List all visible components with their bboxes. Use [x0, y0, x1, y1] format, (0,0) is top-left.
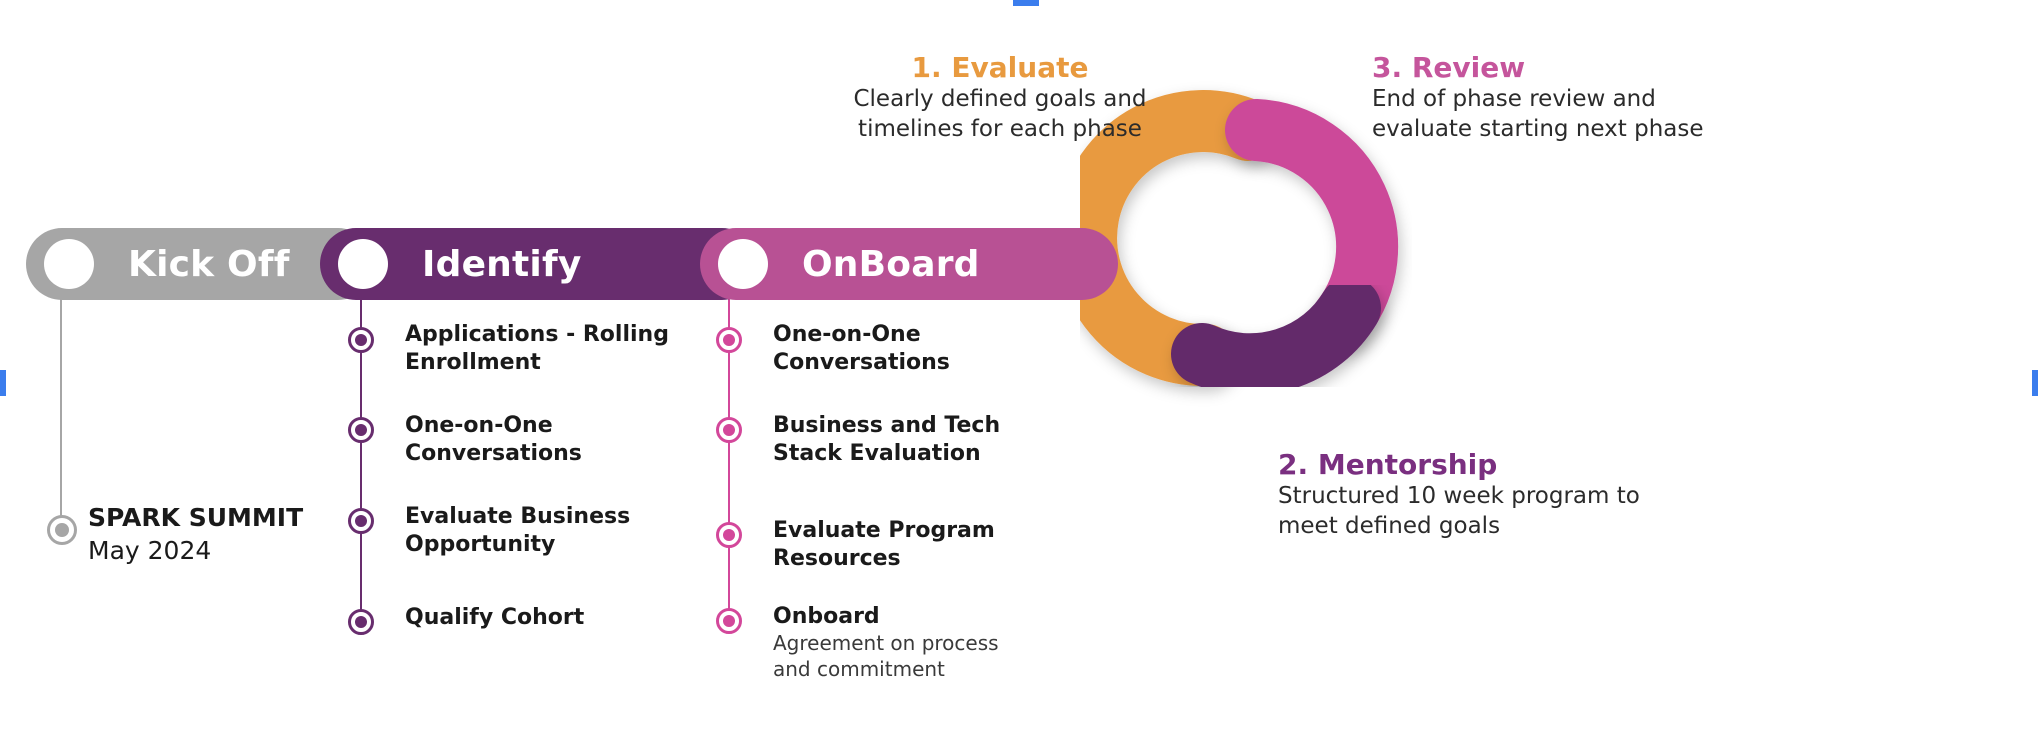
callout-review-body: End of phase review and evaluate startin… [1372, 86, 1704, 142]
phase-label-identify: Identify [422, 243, 582, 285]
phase-dot-onboard [718, 239, 768, 289]
connector-line-kick-off [60, 295, 62, 527]
milestone-node-identify-3 [348, 508, 374, 534]
donut-chart-svg [1055, 90, 1399, 396]
spark-summit-date: May 2024 [88, 535, 212, 565]
milestone-node-onboard-4 [716, 608, 742, 634]
milestone-node-core [55, 523, 69, 537]
milestone-node-identify-2 [348, 417, 374, 443]
connector-line-identify [360, 295, 362, 628]
milestone-node-core [355, 334, 367, 346]
connector-line-onboard [728, 295, 730, 628]
milestone-node-core [355, 616, 367, 628]
onboard-item-4: Onboard Agreement on process and commitm… [773, 603, 1093, 682]
identify-item-3-title: Evaluate Business Opportunity [405, 504, 631, 558]
identify-item-3: Evaluate Business Opportunity [405, 503, 705, 559]
donut-chart [1055, 75, 1420, 420]
milestone-node-spark-summit [47, 515, 77, 545]
callout-review: 3. Review End of phase review and evalua… [1372, 50, 1832, 145]
callout-review-title: 3. Review [1372, 51, 1526, 84]
onboard-item-4-subtitle: Agreement on process and commitment [773, 631, 999, 681]
identify-item-1: Applications - Rolling Enrollment [405, 321, 705, 377]
phase-label-kick-off: Kick Off [128, 243, 290, 285]
onboard-item-3: Evaluate Program Resources [773, 517, 1073, 573]
phase-bar-identify[interactable]: Identify [320, 228, 758, 300]
onboard-item-4-title: Onboard [773, 604, 880, 629]
milestone-node-core [723, 529, 735, 541]
milestone-node-onboard-3 [716, 522, 742, 548]
callout-mentorship-body: Structured 10 week program to meet defin… [1278, 483, 1640, 539]
selection-handle-right[interactable] [2032, 370, 2038, 396]
onboard-item-2: Business and Tech Stack Evaluation [773, 412, 1073, 468]
onboard-item-1-title: One-on-One Conversations [773, 322, 950, 376]
milestone-node-identify-1 [348, 327, 374, 353]
callout-mentorship-title: 2. Mentorship [1278, 448, 1498, 481]
callout-mentorship: 2. Mentorship Structured 10 week program… [1278, 447, 1738, 542]
milestone-node-identify-4 [348, 609, 374, 635]
phase-bar-kick-off[interactable]: Kick Off [26, 228, 374, 300]
onboard-item-1: One-on-One Conversations [773, 321, 1073, 377]
identify-item-4: Qualify Cohort [405, 604, 705, 632]
spark-summit-block: SPARK SUMMIT May 2024 [88, 502, 303, 567]
identify-item-2-title: One-on-One Conversations [405, 413, 582, 467]
onboard-item-3-title: Evaluate Program Resources [773, 518, 995, 572]
identify-item-1-title: Applications - Rolling Enrollment [405, 322, 669, 376]
identify-item-4-title: Qualify Cohort [405, 605, 585, 630]
identify-item-2: One-on-One Conversations [405, 412, 705, 468]
milestone-node-onboard-1 [716, 327, 742, 353]
callout-evaluate-body: Clearly defined goals and timelines for … [853, 86, 1147, 142]
phase-dot-kick-off [44, 239, 94, 289]
phase-dot-identify [338, 239, 388, 289]
milestone-node-core [723, 424, 735, 436]
milestone-node-core [723, 334, 735, 346]
milestone-node-onboard-2 [716, 417, 742, 443]
donut-segment-mentorship [1171, 277, 1381, 396]
phase-label-onboard: OnBoard [802, 243, 980, 285]
milestone-node-core [355, 424, 367, 436]
callout-evaluate-title: 1. Evaluate [911, 51, 1089, 84]
spark-summit-title: SPARK SUMMIT [88, 503, 304, 532]
phase-bar-onboard[interactable]: OnBoard [700, 228, 1118, 300]
callout-evaluate: 1. Evaluate Clearly defined goals and ti… [790, 50, 1210, 145]
milestone-node-core [723, 615, 735, 627]
milestone-node-core [355, 515, 367, 527]
selection-handle-top[interactable] [1013, 0, 1039, 6]
selection-handle-left[interactable] [0, 370, 6, 396]
donut-segment-evaluate [1055, 90, 1279, 387]
onboard-item-2-title: Business and Tech Stack Evaluation [773, 413, 1001, 467]
